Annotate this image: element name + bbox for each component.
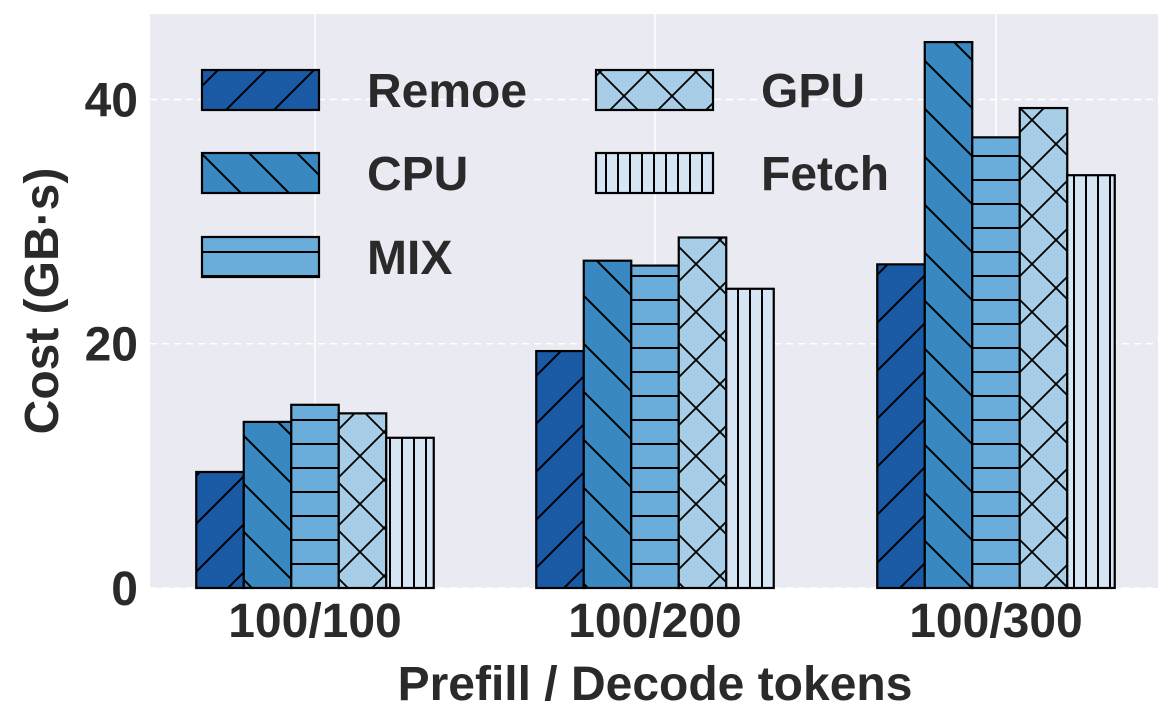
legend-label: GPU — [761, 65, 865, 118]
bar-hatch — [1018, 106, 1069, 590]
x-tick-label: 100/200 — [568, 595, 742, 648]
bar-hatch — [923, 40, 974, 590]
bar-hatch — [630, 264, 680, 590]
legend-label: MIX — [367, 232, 452, 285]
legend-item-gpu: GPU — [594, 65, 865, 118]
legend-swatch-hatch — [594, 68, 715, 112]
x-tick-labels: 100/100 100/200 100/300 — [228, 595, 1083, 648]
bar-hatch — [242, 420, 293, 590]
bar-hatch — [876, 263, 926, 590]
y-tick-label: 40 — [85, 74, 138, 127]
legend-item-fetch: Fetch — [594, 148, 889, 201]
bar-hatch — [971, 136, 1021, 590]
bar-hatch — [195, 470, 245, 590]
bar-hatch — [337, 412, 388, 590]
x-tick-label: 100/100 — [228, 595, 402, 648]
bar-hatch — [582, 259, 633, 590]
legend-label: CPU — [367, 148, 468, 201]
legend-swatch-hatch — [200, 235, 321, 279]
legend-label: Fetch — [761, 148, 889, 201]
y-tick-label: 20 — [85, 319, 138, 372]
x-axis-label: Prefill / Decode tokens — [398, 658, 913, 711]
legend-item-remoe: Remoe — [200, 65, 527, 118]
legend-swatch-hatch — [594, 151, 715, 195]
legend-swatch-hatch — [200, 151, 321, 195]
legend-item-mix: MIX — [200, 232, 452, 285]
bar-hatch — [535, 349, 585, 590]
bar-hatch — [385, 436, 435, 590]
y-tick-labels: 0 20 40 — [85, 74, 138, 616]
legend-item-cpu: CPU — [200, 148, 468, 201]
legend-label: Remoe — [367, 65, 527, 118]
bars — [195, 40, 1116, 590]
y-axis-label: Cost (GB·s) — [16, 168, 69, 435]
bar-hatch — [290, 403, 340, 590]
bar-hatch — [1066, 174, 1116, 590]
y-tick-label: 0 — [111, 563, 138, 616]
x-tick-label: 100/300 — [909, 595, 1083, 648]
bar-hatch — [725, 287, 775, 590]
bar-hatch — [677, 236, 728, 590]
legend-swatch-hatch — [200, 68, 321, 112]
